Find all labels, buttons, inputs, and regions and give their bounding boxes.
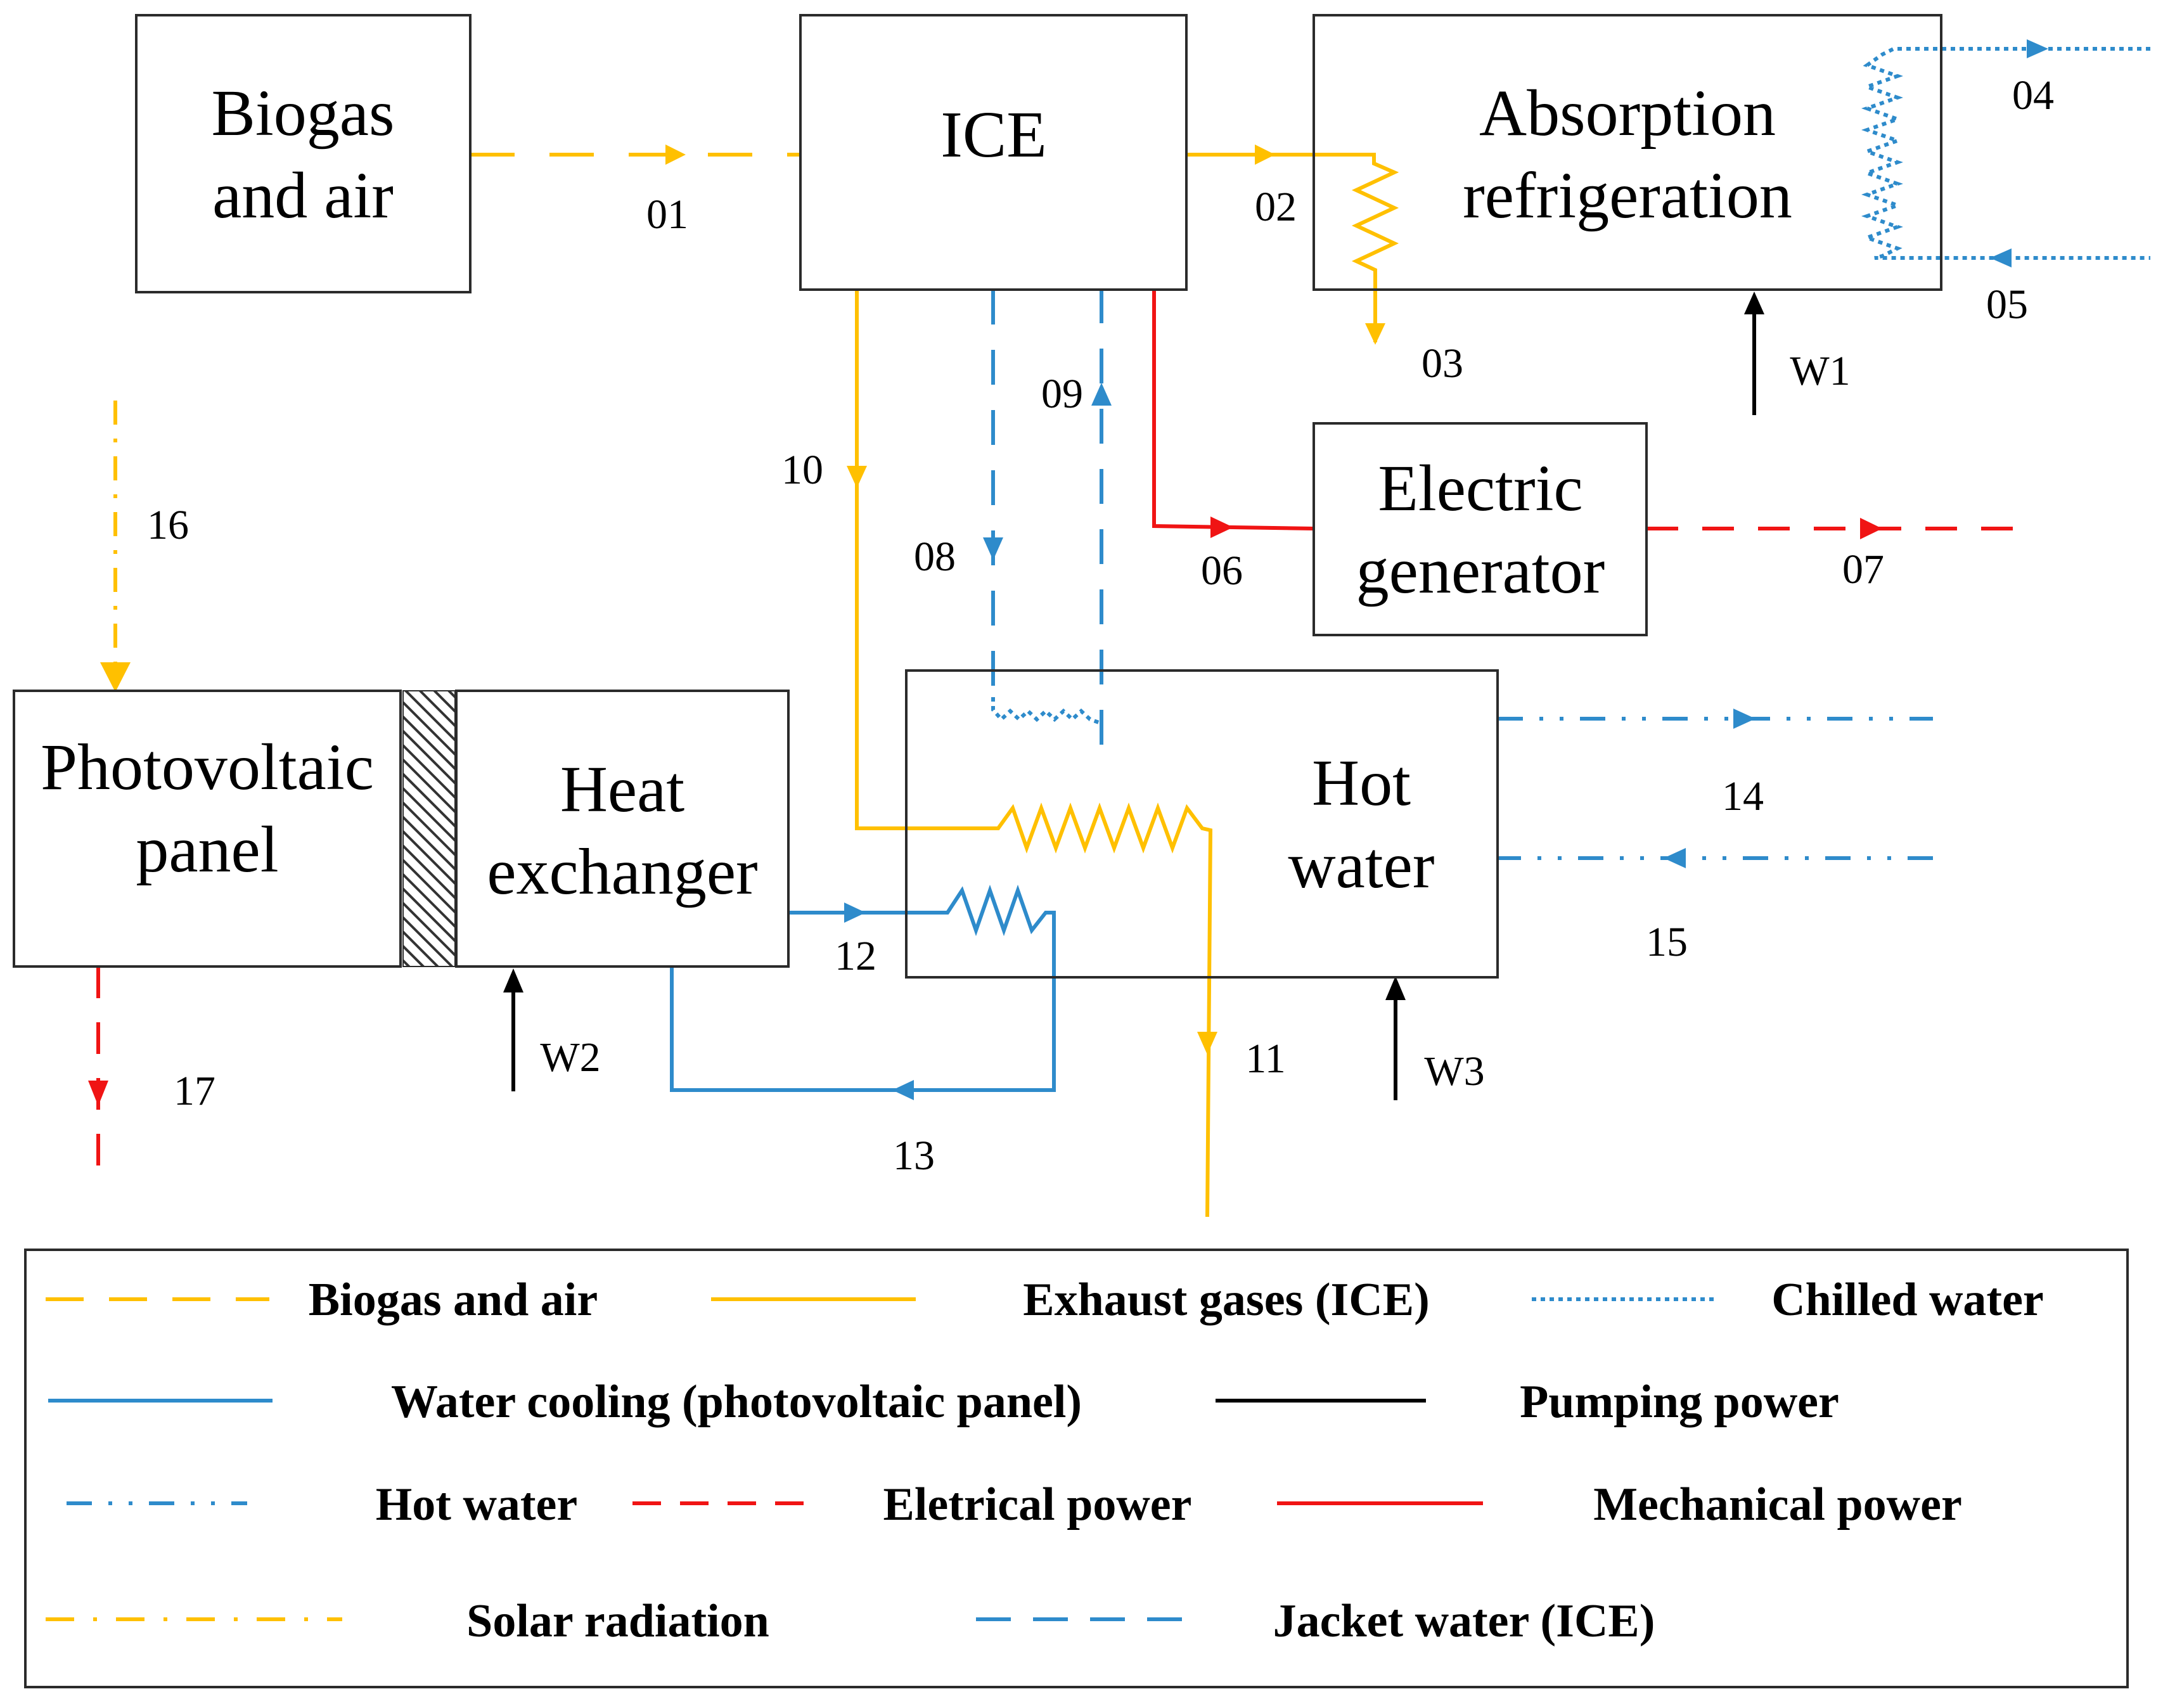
heat-exchanger-block: Heat exchanger — [455, 690, 790, 968]
absorption-block-label-line1: Absorption — [1479, 77, 1776, 150]
legend-hot-water: Hot water — [376, 1479, 577, 1531]
legend-water-cooling: Water cooling (photovoltaic panel) — [391, 1376, 1082, 1428]
electric-generator-block: Electric generator — [1313, 422, 1648, 636]
absorption-refrigeration-block: Absorption refrigeration — [1313, 14, 1942, 291]
stream-label-13: 13 — [893, 1133, 935, 1179]
hot-water-label-line2: water — [1288, 829, 1435, 902]
stream-label-07: 07 — [1842, 546, 1884, 593]
pumping-w2 — [503, 968, 523, 1091]
biogas-block-label-line2: and air — [212, 159, 394, 232]
biogas-and-air-block: Biogas and air — [135, 14, 472, 293]
stream-label-01: 01 — [646, 191, 688, 238]
stream-label-w2: W2 — [540, 1034, 600, 1081]
photovoltaic-block-label-line1: Photovoltaic — [41, 731, 374, 804]
photovoltaic-block-label-line2: panel — [136, 813, 278, 886]
stream-label-06: 06 — [1201, 548, 1243, 594]
legend-solar-radiation: Solar radiation — [466, 1595, 769, 1647]
stream-10-11-exhaust — [847, 290, 1217, 1217]
stream-label-05: 05 — [1986, 281, 2028, 328]
stream-label-17: 17 — [174, 1068, 215, 1114]
stream-14-15-hot-water — [1498, 709, 1933, 868]
stream-12-13-water-cooling — [670, 884, 1056, 1100]
hot-water-block: Hot water — [905, 669, 1499, 979]
legend: Biogas and air Exhaust gases (ICE) Chill… — [24, 1249, 2129, 1688]
stream-16-solar — [100, 401, 131, 692]
legend-electrical-power: Eletrical power — [883, 1479, 1192, 1531]
stream-label-09: 09 — [1041, 371, 1083, 417]
stream-chilled-water — [1861, 39, 2150, 267]
heat-exchanger-label-line2: exchanger — [487, 835, 757, 908]
legend-jacket-water: Jacket water (ICE) — [1273, 1595, 1655, 1647]
biogas-block-label-line1: Biogas — [212, 77, 395, 150]
stream-label-11: 11 — [1245, 1036, 1286, 1082]
photovoltaic-panel-block: Photovoltaic panel — [13, 690, 402, 968]
stream-label-02: 02 — [1255, 184, 1297, 230]
heat-exchanger-label-line1: Heat — [560, 753, 684, 826]
stream-02-exhaust — [1186, 144, 1399, 345]
ice-block-label: ICE — [940, 98, 1047, 171]
stream-label-16: 16 — [147, 502, 189, 548]
legend-chilled-water: Chilled water — [1771, 1274, 2044, 1326]
pv-heat-exchanger-interface — [402, 690, 456, 967]
legend-mechanical-power: Mechanical power — [1593, 1479, 1962, 1531]
stream-label-14: 14 — [1722, 773, 1764, 819]
stream-06-mechanical — [1152, 290, 1314, 538]
stream-jacket-water — [983, 290, 1112, 745]
stream-label-08: 08 — [914, 534, 956, 580]
stream-label-04: 04 — [2012, 72, 2054, 119]
stream-label-03: 03 — [1422, 340, 1463, 387]
absorption-block-label-line2: refrigeration — [1463, 159, 1792, 232]
stream-label-w1: W1 — [1790, 348, 1850, 394]
generator-block-label-line2: generator — [1356, 534, 1605, 607]
pumping-w1 — [1744, 292, 1764, 415]
legend-pumping-power: Pumping power — [1520, 1376, 1839, 1428]
stream-07-electrical — [1646, 518, 2015, 539]
stream-label-10: 10 — [781, 447, 823, 493]
generator-block-label-line1: Electric — [1378, 452, 1582, 525]
pumping-w3 — [1385, 976, 1406, 1100]
stream-01-biogas — [470, 144, 800, 165]
ice-block: ICE — [799, 14, 1188, 291]
legend-biogas-air: Biogas and air — [309, 1274, 598, 1326]
stream-label-12: 12 — [835, 933, 876, 979]
stream-label-15: 15 — [1646, 919, 1688, 965]
stream-17-electrical — [88, 966, 108, 1167]
hot-water-label-line1: Hot — [1312, 747, 1411, 819]
legend-exhaust: Exhaust gases (ICE) — [1023, 1274, 1429, 1326]
stream-label-w3: W3 — [1424, 1048, 1484, 1095]
